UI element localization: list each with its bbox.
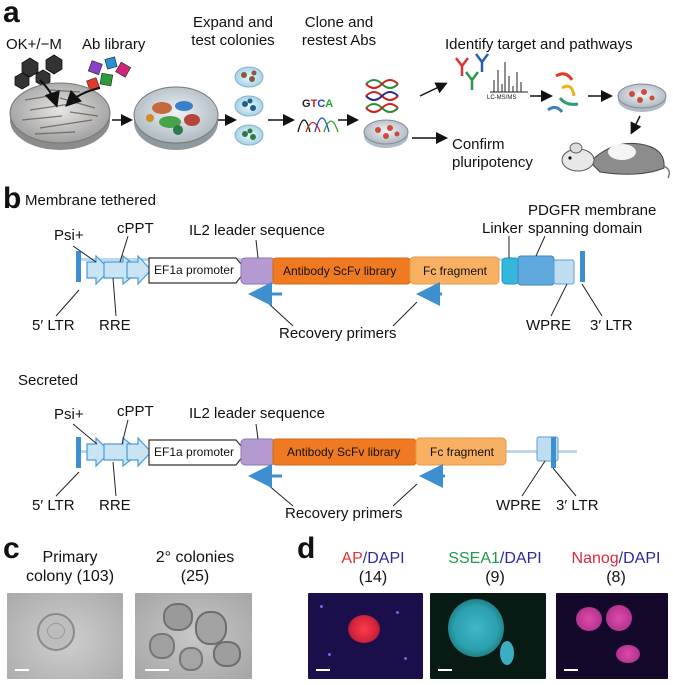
panel-label-d: d — [297, 532, 316, 565]
scfv-label-2: Antibody ScFv library — [287, 445, 401, 459]
nanog-dapi-label: Nanog/DAPI (8) — [556, 549, 673, 587]
ltr5-label-2: 5′ LTR — [32, 497, 75, 514]
primary-line1: Primary — [42, 549, 98, 566]
ltr3-label-2: 3′ LTR — [556, 497, 599, 514]
panel-label-c: c — [3, 532, 20, 565]
fc-label-1: Fc fragment — [423, 264, 488, 278]
ssea1-marker: SSEA1 — [448, 550, 500, 567]
primary-colony-label: Primary colony (103) — [10, 548, 130, 586]
panel-label-a: a — [3, 0, 20, 29]
dna-strands — [365, 79, 399, 113]
recovery-label-2: Recovery primers — [285, 505, 403, 522]
secondary-line1: 2° colonies — [155, 549, 235, 566]
expand-line2: test colonies — [191, 32, 275, 49]
ok-m-label: OK+/−M — [6, 36, 62, 53]
a-letter: A — [325, 98, 334, 110]
ssea1-dapi-label: SSEA1/DAPI (9) — [425, 549, 565, 587]
linker-label: Linker — [482, 220, 523, 237]
clone-line1: Clone and — [304, 14, 374, 31]
il2-label-1: IL2 leader sequence — [189, 222, 325, 239]
ap-marker: AP — [341, 550, 363, 567]
wpre-label-2: WPRE — [496, 497, 541, 514]
t-letter: T — [310, 98, 318, 110]
scale-bar — [145, 669, 169, 671]
clone-retest-label: Clone and restest Abs — [289, 14, 389, 50]
wpre-label-1: WPRE — [526, 317, 571, 334]
gtca-letters: GTCA — [302, 99, 333, 110]
ltr3-label-1: 3′ LTR — [590, 317, 633, 334]
ab-library-label: Ab library — [82, 36, 146, 53]
mass-spec-icon — [490, 62, 528, 93]
cppt-label-1: cPPT — [117, 220, 154, 237]
scfv-label-1: Antibody ScFv library — [283, 264, 397, 278]
test-wells — [234, 66, 264, 146]
confirm-label: Confirm pluripotency — [452, 136, 562, 172]
secondary-colonies-image — [135, 593, 252, 679]
confirm-line2: pluripotency — [452, 154, 533, 171]
ssea1-count: (9) — [485, 569, 505, 586]
expand-test-label: Expand and test colonies — [178, 14, 288, 50]
secondary-colonies-label: 2° colonies (25) — [135, 548, 255, 586]
colony-mix — [146, 101, 200, 135]
ef1a-label-1: EF1a promoter — [154, 263, 235, 277]
psi-label-1: Psi+ — [54, 227, 84, 244]
dapi-marker-3: /DAPI — [618, 550, 661, 567]
pdgfr-line2: spanning domain — [528, 220, 643, 237]
primary-colony-image — [7, 593, 123, 679]
primary-line2: colony (103) — [25, 568, 115, 585]
g-letter: G — [302, 98, 311, 110]
dapi-marker-1: /DAPI — [362, 550, 405, 567]
fc-label-2: Fc fragment — [430, 445, 495, 459]
secondary-line2: (25) — [180, 568, 210, 585]
psi-label-2: Psi+ — [54, 406, 84, 423]
nanog-count: (8) — [606, 569, 626, 586]
ltr5-label-1: 5′ LTR — [32, 317, 75, 334]
recovery-label-1: Recovery primers — [279, 325, 397, 342]
ef1a-label-2: EF1a promoter — [154, 445, 235, 459]
pdgfr-label: PDGFR membrane spanning domain — [528, 202, 668, 238]
membrane-tethered-title: Membrane tethered — [25, 192, 156, 209]
construct-membrane — [76, 251, 585, 286]
nanog-stain-image — [556, 593, 668, 679]
dapi-marker-2: /DAPI — [499, 550, 542, 567]
confirm-line1: Confirm — [452, 136, 505, 153]
rre-label-2: RRE — [99, 497, 131, 514]
primer-arrows — [248, 282, 445, 488]
secreted-title: Secreted — [18, 372, 79, 389]
antibody-icons — [455, 53, 489, 90]
identify-label: Identify target and pathways — [445, 36, 633, 53]
nanog-marker: Nanog — [571, 550, 619, 567]
virus-icons — [14, 54, 63, 90]
cppt-label-2: cPPT — [117, 403, 154, 420]
scale-bar — [438, 669, 452, 671]
construct-secreted — [76, 436, 577, 468]
ap-stain-image — [308, 593, 423, 679]
scale-bar — [564, 669, 578, 671]
antibody-library-icons — [86, 56, 132, 91]
pdgfr-line1: PDGFR membrane — [528, 202, 657, 219]
rre-label-1: RRE — [99, 317, 131, 334]
ap-count: (14) — [358, 569, 388, 586]
c-letter: C — [317, 98, 326, 110]
clone-line2: restest Abs — [301, 32, 377, 49]
scale-bar — [15, 669, 29, 671]
il2-label-2: IL2 leader sequence — [189, 405, 325, 422]
chromatogram — [297, 117, 339, 133]
panel-label-b: b — [3, 182, 22, 215]
ap-dapi-label: AP/DAPI (14) — [318, 549, 428, 587]
lcms-label: LC-MS/MS — [487, 95, 517, 101]
expand-line1: Expand and — [192, 14, 274, 31]
mouse-icon — [561, 142, 671, 179]
ssea1-stain-image — [430, 593, 546, 679]
protein-icon — [547, 72, 579, 113]
scale-bar — [316, 669, 330, 671]
